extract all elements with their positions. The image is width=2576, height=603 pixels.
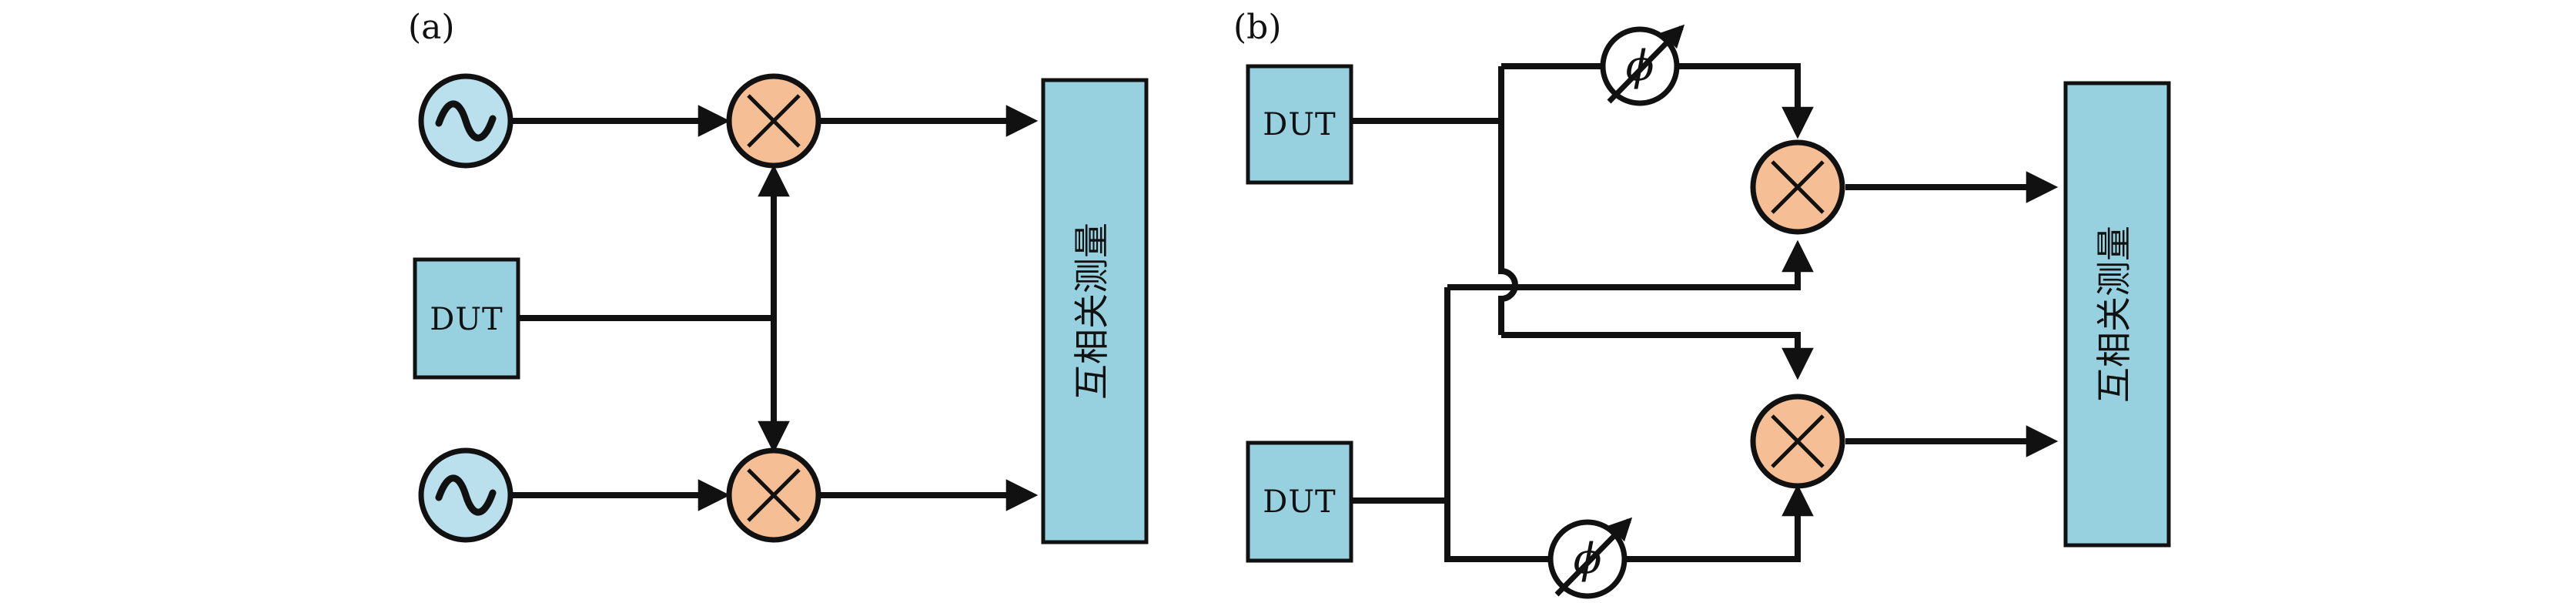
correlation-measurement-box: 互相关测量 (1041, 78, 1149, 544)
panel-b: (b) ϕ ϕ (1233, 8, 2171, 599)
dut-box-top: DUT (1246, 64, 1353, 185)
dut-label: DUT (430, 302, 503, 337)
mixer-icon (1750, 394, 1845, 489)
mixer-icon (726, 73, 821, 169)
panel-b-wires (1351, 63, 2059, 562)
panel-a-wires (512, 105, 1039, 511)
correlation-measurement-box: 互相关测量 (2063, 81, 2171, 548)
wire-dut-bottom-to-mixer-bottom (1444, 287, 1798, 562)
panel-a-label: (a) (408, 8, 455, 47)
phase-shifter-icon: ϕ (1547, 517, 1633, 599)
wire-dut-top-bus (1498, 66, 1518, 335)
panel-a: (a) (408, 8, 1149, 544)
wire-dut-top-to-mixer-top (1501, 63, 1798, 132)
dut-top-label: DUT (1263, 107, 1336, 142)
oscillator-icon (418, 73, 514, 169)
dut-box-bottom: DUT (1246, 441, 1353, 563)
mixer-icon (726, 447, 821, 543)
panel-b-label: (b) (1233, 8, 1282, 47)
dut-box: DUT (413, 257, 520, 380)
mixer-icon (1750, 139, 1845, 235)
wire-dut-top-to-mixer-bottom (1501, 332, 1814, 380)
oscillator-icon (418, 447, 514, 543)
wire-dut-bottom-to-mixer-top (1447, 240, 1814, 290)
dut-bottom-label: DUT (1263, 484, 1336, 520)
correlation-measurement-label: 互相关测量 (1071, 223, 1112, 400)
correlation-measurement-label: 互相关测量 (2093, 226, 2135, 403)
phase-shifter-icon: ϕ (1600, 24, 1685, 106)
